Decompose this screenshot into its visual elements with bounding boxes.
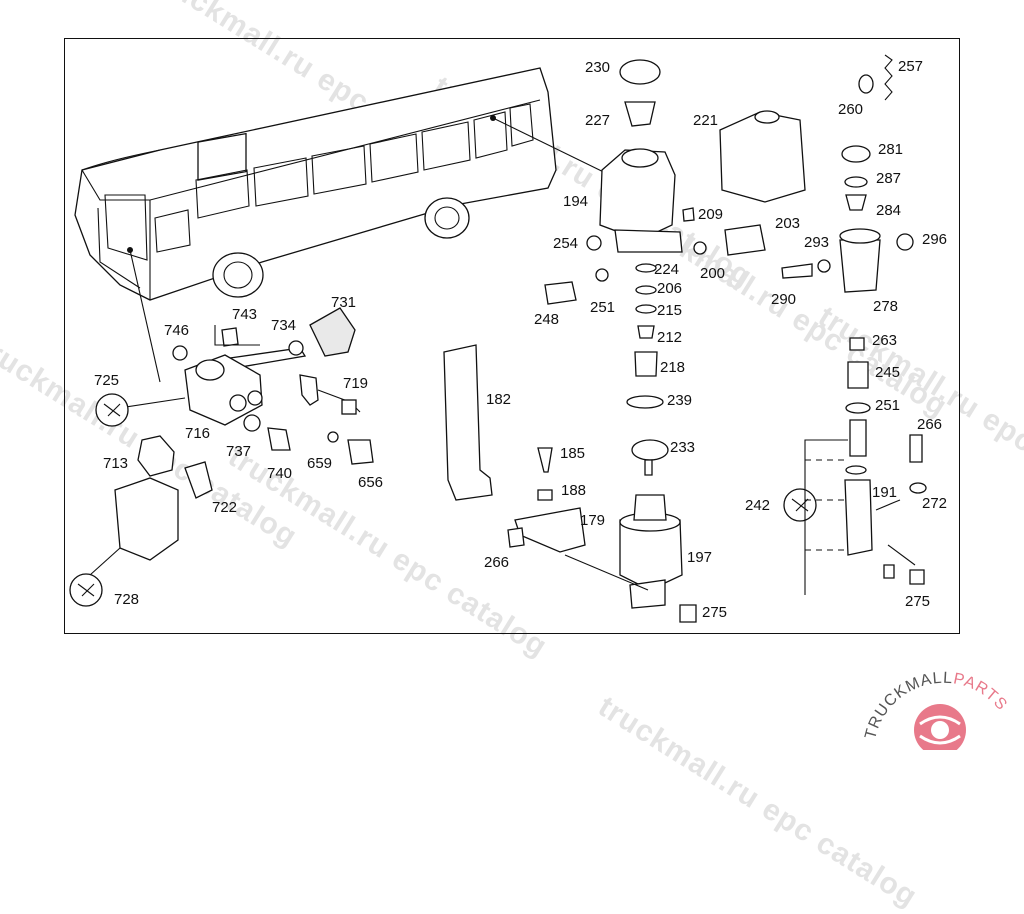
callout-275-right[interactable]: 275 — [905, 593, 930, 610]
callout-239[interactable]: 239 — [667, 392, 692, 409]
callout-212[interactable]: 212 — [657, 329, 682, 346]
gear-icon — [914, 704, 966, 750]
callout-296[interactable]: 296 — [922, 231, 947, 248]
truckmall-parts-logo[interactable]: TRUCKMALLPARTS — [860, 660, 1020, 750]
callout-266[interactable]: 266 — [917, 416, 942, 433]
callout-281[interactable]: 281 — [878, 141, 903, 158]
callout-293[interactable]: 293 — [804, 234, 829, 251]
callout-191[interactable]: 191 — [872, 484, 897, 501]
callout-260[interactable]: 260 — [838, 101, 863, 118]
callout-725[interactable]: 725 — [94, 372, 119, 389]
callout-257[interactable]: 257 — [898, 58, 923, 75]
callout-209[interactable]: 209 — [698, 206, 723, 223]
callout-224[interactable]: 224 — [654, 261, 679, 278]
callout-737[interactable]: 737 — [226, 443, 251, 460]
callout-251[interactable]: 251 — [590, 299, 615, 316]
callout-221[interactable]: 221 — [693, 112, 718, 129]
callout-182[interactable]: 182 — [486, 391, 511, 408]
callout-197[interactable]: 197 — [687, 549, 712, 566]
callout-218[interactable]: 218 — [660, 359, 685, 376]
diagram-frame — [64, 38, 960, 634]
callout-746[interactable]: 746 — [164, 322, 189, 339]
callout-275[interactable]: 275 — [702, 604, 727, 621]
callout-722[interactable]: 722 — [212, 499, 237, 516]
callout-230[interactable]: 230 — [585, 59, 610, 76]
callout-206[interactable]: 206 — [657, 280, 682, 297]
clutch-reservoir-assembly — [781, 54, 927, 595]
callout-740[interactable]: 740 — [267, 465, 292, 482]
callout-194[interactable]: 194 — [563, 193, 588, 210]
parts-diagram: 230 227 221 194 209 203 254 224 200 206 … — [69, 54, 947, 623]
callout-185[interactable]: 185 — [560, 445, 585, 462]
callout-203[interactable]: 203 — [775, 215, 800, 232]
callout-227[interactable]: 227 — [585, 112, 610, 129]
callout-719[interactable]: 719 — [343, 375, 368, 392]
callout-labels: 230 227 221 194 209 203 254 224 200 206 … — [94, 58, 947, 621]
hand-brake-valve-assembly — [69, 307, 374, 607]
callout-215[interactable]: 215 — [657, 302, 682, 319]
callout-716[interactable]: 716 — [185, 425, 210, 442]
callout-659[interactable]: 659 — [307, 455, 332, 472]
callout-254[interactable]: 254 — [553, 235, 578, 252]
callout-731[interactable]: 731 — [331, 294, 356, 311]
callout-242[interactable]: 242 — [745, 497, 770, 514]
callout-728[interactable]: 728 — [114, 591, 139, 608]
callout-251-right[interactable]: 251 — [875, 397, 900, 414]
callout-713[interactable]: 713 — [103, 455, 128, 472]
callout-284[interactable]: 284 — [876, 202, 901, 219]
callout-743[interactable]: 743 — [232, 306, 257, 323]
callout-233[interactable]: 233 — [670, 439, 695, 456]
callout-272[interactable]: 272 — [922, 495, 947, 512]
callout-734[interactable]: 734 — [271, 317, 296, 334]
callout-245[interactable]: 245 — [875, 364, 900, 381]
logo-word-accent: PARTS — [952, 670, 1010, 714]
callout-656[interactable]: 656 — [358, 474, 383, 491]
callout-263[interactable]: 263 — [872, 332, 897, 349]
brake-fluid-reservoir-assembly — [443, 59, 806, 623]
callout-278[interactable]: 278 — [873, 298, 898, 315]
bus-illustration — [74, 67, 621, 383]
callout-179[interactable]: 179 — [580, 512, 605, 529]
callout-266-left[interactable]: 266 — [484, 554, 509, 571]
callout-200[interactable]: 200 — [700, 265, 725, 282]
callout-188[interactable]: 188 — [561, 482, 586, 499]
callout-248[interactable]: 248 — [534, 311, 559, 328]
callout-287[interactable]: 287 — [876, 170, 901, 187]
callout-290[interactable]: 290 — [771, 291, 796, 308]
